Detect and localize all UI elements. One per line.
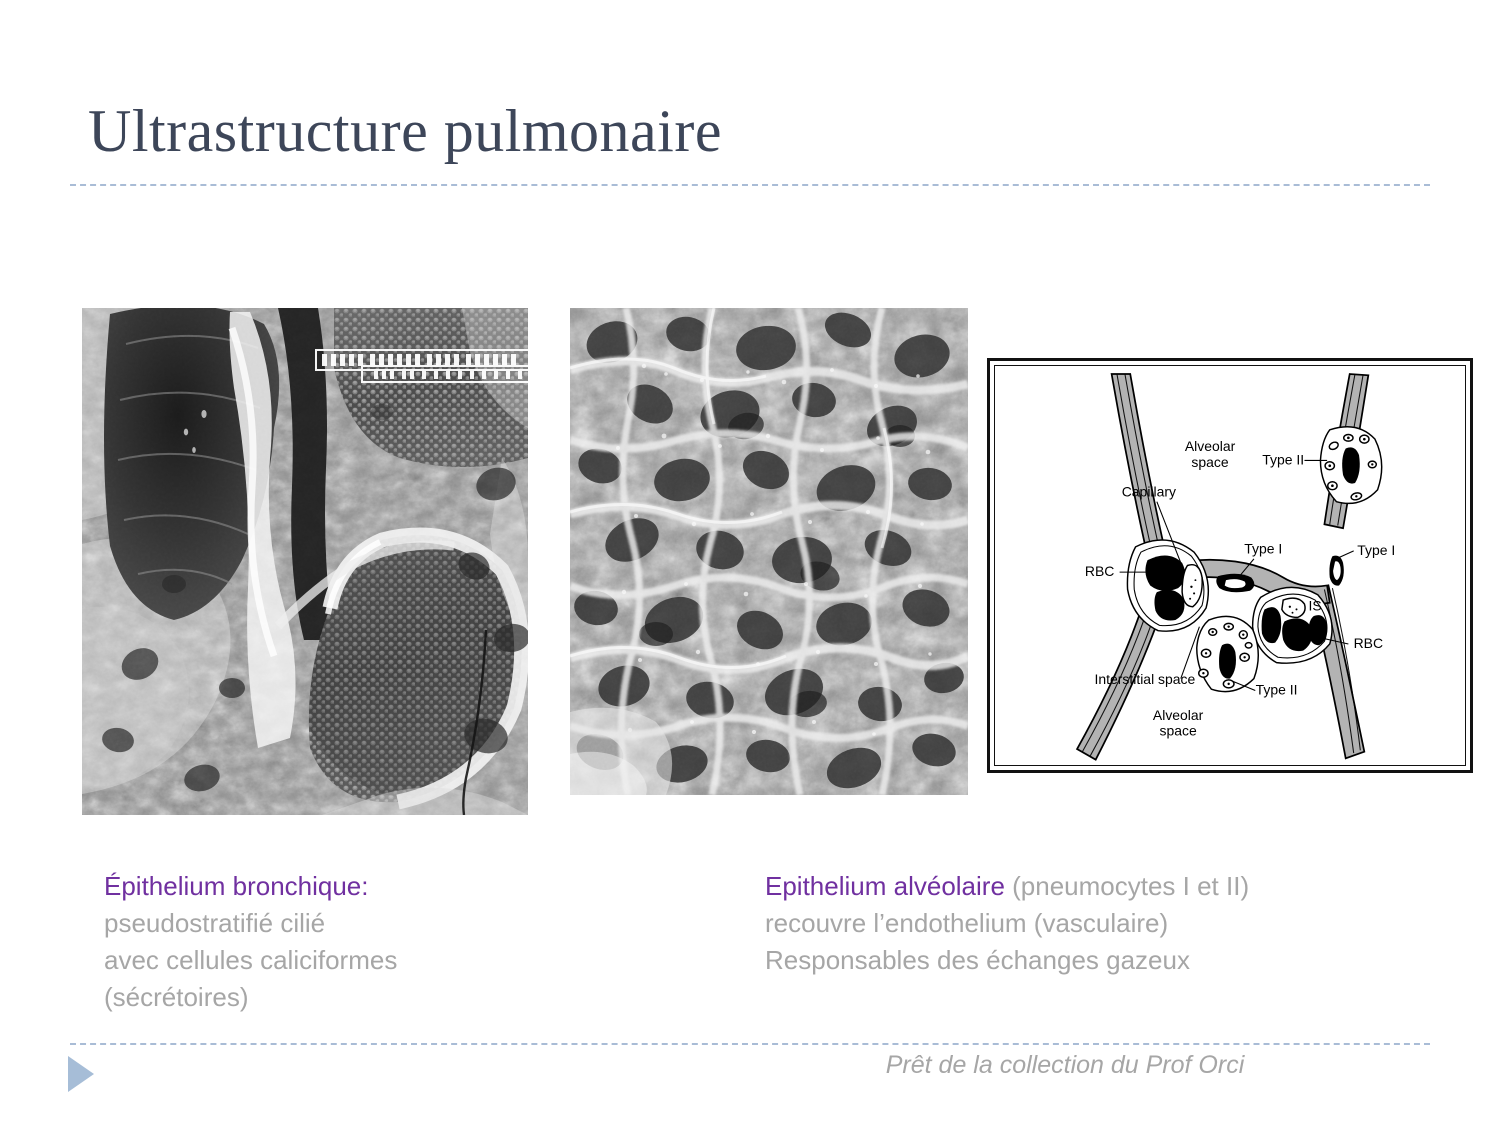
leader-type-1-right	[1338, 550, 1354, 559]
label-rbc-right: RBC	[1354, 635, 1383, 651]
caption-left-line-1: pseudostratifié cilié	[104, 908, 326, 938]
caption-left-heading: Épithelium bronchique:	[104, 871, 369, 901]
title-divider	[70, 184, 1430, 186]
diagram-labels: Alveolar space Type II Capillary RBC Typ…	[1085, 438, 1395, 739]
bronchial-sem-graphic	[82, 308, 528, 815]
figure-row: .dlbl { font-family: "Liberation Sans", …	[0, 308, 1500, 815]
next-slide-triangle-icon[interactable]	[68, 1056, 94, 1092]
leader-type-2-lower	[1232, 680, 1256, 692]
alveolar-parenchyma-micrograph	[570, 308, 968, 795]
type-2-cell-upper	[1319, 426, 1383, 505]
footer-divider	[70, 1043, 1430, 1045]
label-alveolar-space-bottom: Alveolar	[1153, 707, 1204, 723]
caption-right-heading-suffix: (pneumocytes I et II)	[1004, 871, 1250, 901]
label-alveolar-space-top-2: space	[1191, 454, 1228, 470]
capillary-right	[1251, 586, 1333, 664]
leader-interstitial-space	[1180, 626, 1200, 679]
credit-note: Prêt de la collection du Prof Orci	[885, 1051, 1245, 1079]
caption-right-heading-line: Epithelium alvéolaire (pneumocytes I et …	[765, 868, 1425, 905]
type-2-cell-lower	[1196, 615, 1259, 693]
caption-right-line-1: recouvre l’endothelium (vasculaire)	[765, 908, 1169, 938]
leader-type-1-mid	[1240, 558, 1255, 576]
type-1-nucleus-right	[1329, 555, 1344, 586]
page-title: Ultrastructure pulmonaire	[88, 98, 722, 164]
bronchial-epithelium-micrograph	[82, 308, 528, 815]
leader-rbc-right	[1300, 632, 1349, 645]
scalebar-overlay	[315, 349, 528, 383]
type-1-nucleus-mid	[1216, 573, 1255, 593]
alveolar-capillary-barrier-diagram: .dlbl { font-family: "Liberation Sans", …	[987, 358, 1473, 773]
diagram-graphic: .dlbl { font-family: "Liberation Sans", …	[1063, 366, 1397, 765]
label-rbc-left: RBC	[1085, 563, 1114, 579]
label-type-1-right: Type I	[1357, 542, 1395, 558]
caption-left-line-2: avec cellules caliciformes	[104, 945, 398, 975]
capillary-left	[1126, 539, 1210, 632]
caption-left-line-3: (sécrétoires)	[104, 982, 249, 1012]
label-type-2-lower: Type II	[1256, 682, 1298, 698]
label-capillary: Capillary	[1122, 483, 1176, 499]
leader-capillary	[1156, 501, 1182, 564]
alveolar-epithelium-caption: Epithelium alvéolaire (pneumocytes I et …	[765, 868, 1425, 979]
label-alveolar-space-bottom-2: space	[1160, 723, 1197, 739]
label-alveolar-space-top: Alveolar	[1185, 438, 1236, 454]
caption-right-heading: Epithelium alvéolaire	[765, 871, 1005, 901]
alveolar-sem-graphic	[570, 308, 968, 795]
bronchial-epithelium-caption: Épithelium bronchique: pseudostratifié c…	[104, 868, 704, 1016]
label-is: IS	[1309, 598, 1322, 614]
label-type-1-mid: Type I	[1244, 541, 1282, 557]
label-type-2-upper: Type II	[1262, 451, 1304, 467]
caption-right-line-2: Responsables des échanges gazeux	[765, 945, 1190, 975]
label-interstitial-space: Interstitial space	[1094, 671, 1195, 687]
